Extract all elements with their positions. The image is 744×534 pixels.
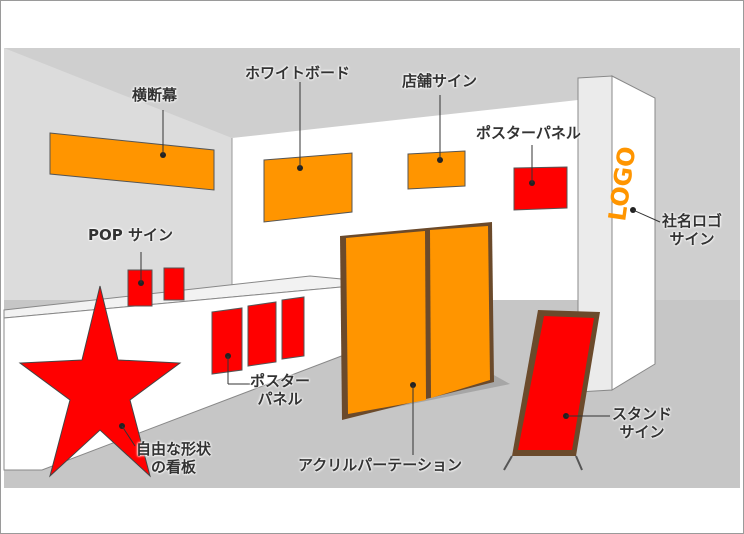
label-wall-poster-panel: ポスターパネル xyxy=(476,124,581,142)
label-banner: 横断幕 xyxy=(132,86,178,104)
label-company-logo-line1: 社名ロゴ xyxy=(662,212,723,230)
label-stand-sign-line1: スタンド xyxy=(612,405,673,423)
wall-poster-panel xyxy=(513,166,568,211)
store-sign xyxy=(407,150,466,190)
star-sign xyxy=(18,285,182,478)
label-acrylic-partition: アクリルパーテーション xyxy=(298,456,462,474)
pop-sign-right xyxy=(163,267,185,301)
whiteboard-sign xyxy=(263,152,353,223)
label-counter-poster-line2: パネル xyxy=(257,390,303,408)
label-counter-poster-panel: ポスター パネル xyxy=(250,372,310,408)
label-store-sign: 店舗サイン xyxy=(402,72,478,90)
star-leader xyxy=(121,425,136,447)
label-counter-poster-line1: ポスター xyxy=(250,372,311,390)
pop-sign-left xyxy=(127,269,153,307)
label-free-shape-line1: 自由な形状 xyxy=(136,440,212,458)
label-whiteboard: ホワイトボード xyxy=(245,64,351,82)
label-stand-sign-line2: サイン xyxy=(619,423,665,441)
label-company-logo: 社名ロゴ サイン xyxy=(662,212,722,248)
label-pop-sign: POP サイン xyxy=(88,226,173,244)
counter-poster-2 xyxy=(247,301,277,367)
left-wall xyxy=(4,48,232,322)
label-free-shape: 自由な形状 の看板 xyxy=(136,440,211,476)
partition-panel-right xyxy=(430,226,490,398)
label-free-shape-line2: の看板 xyxy=(151,458,197,476)
counter-poster-3 xyxy=(281,296,305,360)
counter-poster-1 xyxy=(211,307,243,375)
stand-leg-2 xyxy=(575,455,583,471)
pillar-front xyxy=(611,75,656,391)
partition-panel-left xyxy=(346,231,426,414)
label-stand-sign: スタンド サイン xyxy=(612,405,672,441)
banner-sign xyxy=(49,132,215,191)
logo-leader xyxy=(632,209,661,223)
label-company-logo-line2: サイン xyxy=(669,230,715,248)
stand-leg-1 xyxy=(503,455,513,471)
